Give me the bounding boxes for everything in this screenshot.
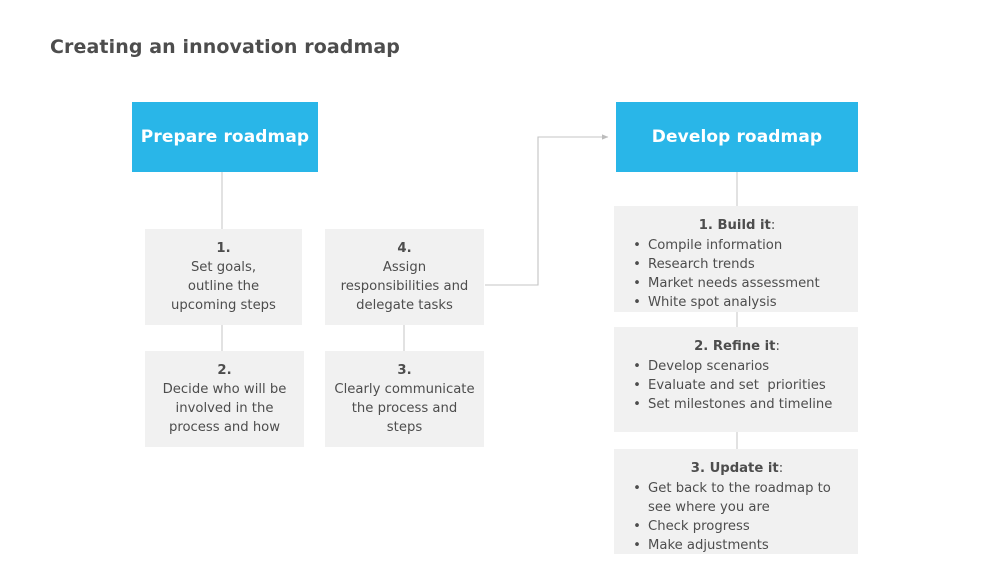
step-3-text: Clearly communicate the process and step… [334,382,475,435]
node-prepare-roadmap-header[interactable]: Prepare roadmap [132,102,318,172]
stage-update-it-bullet-list: • Get back to the roadmap to see where yo… [626,479,848,555]
bullet-icon: • [633,295,641,310]
list-item: • Get back to the roadmap to see where yo… [626,479,848,517]
stage-update-it-title-suffix: : [778,461,784,476]
list-item-text: Set milestones and timeline [648,397,833,412]
node-develop-roadmap-label: Develop roadmap [651,127,823,147]
bullet-icon: • [633,378,641,393]
step-2-number: 2. [217,363,232,378]
list-item: • Evaluate and set priorities [626,376,848,395]
stage-build-it-title-text: 1. Build it [698,218,771,233]
list-item: • Compile information [626,236,848,255]
list-item-text: Get back to the roadmap to see where you… [648,481,836,515]
stage-build-it-bullet-list: • Compile information • Research trends • M… [626,236,848,312]
list-item-text: Compile information [648,238,783,253]
step-2-text: Decide who will be involved in the proce… [162,382,287,435]
bullet-icon: • [633,257,641,272]
step-1-number: 1. [216,241,231,256]
page-title: Creating an innovation roadmap [50,36,401,58]
node-step-2[interactable]: 2. Decide who will be involved in the pr… [145,351,304,447]
node-prepare-roadmap-label: Prepare roadmap [140,127,310,147]
list-item-text: Check progress [648,519,750,534]
bullet-icon: • [633,519,641,534]
stage-build-it-title: 1. Build it: [626,216,848,235]
node-step-3[interactable]: 3. Clearly communicate the process and s… [325,351,484,447]
stage-refine-it-bullet-list: • Develop scenarios • Evaluate and set pri… [626,357,848,414]
bullet-icon: • [633,397,641,412]
stage-build-it-title-suffix: : [770,218,776,233]
bullet-icon: • [633,359,641,374]
stage-refine-it-title-text: 2. Refine it [694,339,776,354]
list-item-text: White spot analysis [648,295,777,310]
list-item: • Research trends [626,255,848,274]
stage-update-it-title-text: 3. Update it [690,461,779,476]
stage-refine-it-title-suffix: : [775,339,780,354]
list-item-text: Develop scenarios [648,359,770,374]
list-item-text: Evaluate and set priorities [648,378,826,393]
bullet-icon: • [633,276,641,291]
node-step-1[interactable]: 1. Set goals, outline the upcoming steps [145,229,302,325]
list-item: • White spot analysis [626,293,848,312]
list-item: • Develop scenarios [626,357,848,376]
node-stage-update-it[interactable]: 3. Update it: • Get back to the roadmap t… [614,449,858,554]
stage-refine-it-title: 2. Refine it: [626,337,848,356]
connector-step4-to-develop [485,134,609,286]
step-4-text: Assign responsibilities and delegate tas… [340,260,469,313]
stage-update-it-title: 3. Update it: [626,459,848,478]
list-item-text: Make adjustments [648,538,769,553]
node-stage-refine-it[interactable]: 2. Refine it: • Develop scenarios • Evalua… [614,327,858,432]
list-item: • Market needs assessment [626,274,848,293]
bullet-icon: • [633,538,641,553]
list-item-text: Research trends [648,257,755,272]
step-3-number: 3. [397,363,412,378]
node-develop-roadmap-header[interactable]: Develop roadmap [616,102,858,172]
step-4-number: 4. [397,241,412,256]
bullet-icon: • [633,238,641,253]
list-item: • Check progress [626,517,848,536]
list-item: • Make adjustments [626,536,848,555]
list-item: • Set milestones and timeline [626,395,848,414]
node-step-4[interactable]: 4. Assign responsibilities and delegate … [325,229,484,325]
step-1-text: Set goals, outline the upcoming steps [171,260,276,313]
bullet-icon: • [633,481,641,496]
list-item-text: Market needs assessment [648,276,820,291]
node-stage-build-it[interactable]: 1. Build it: • Compile information • Resea… [614,206,858,312]
